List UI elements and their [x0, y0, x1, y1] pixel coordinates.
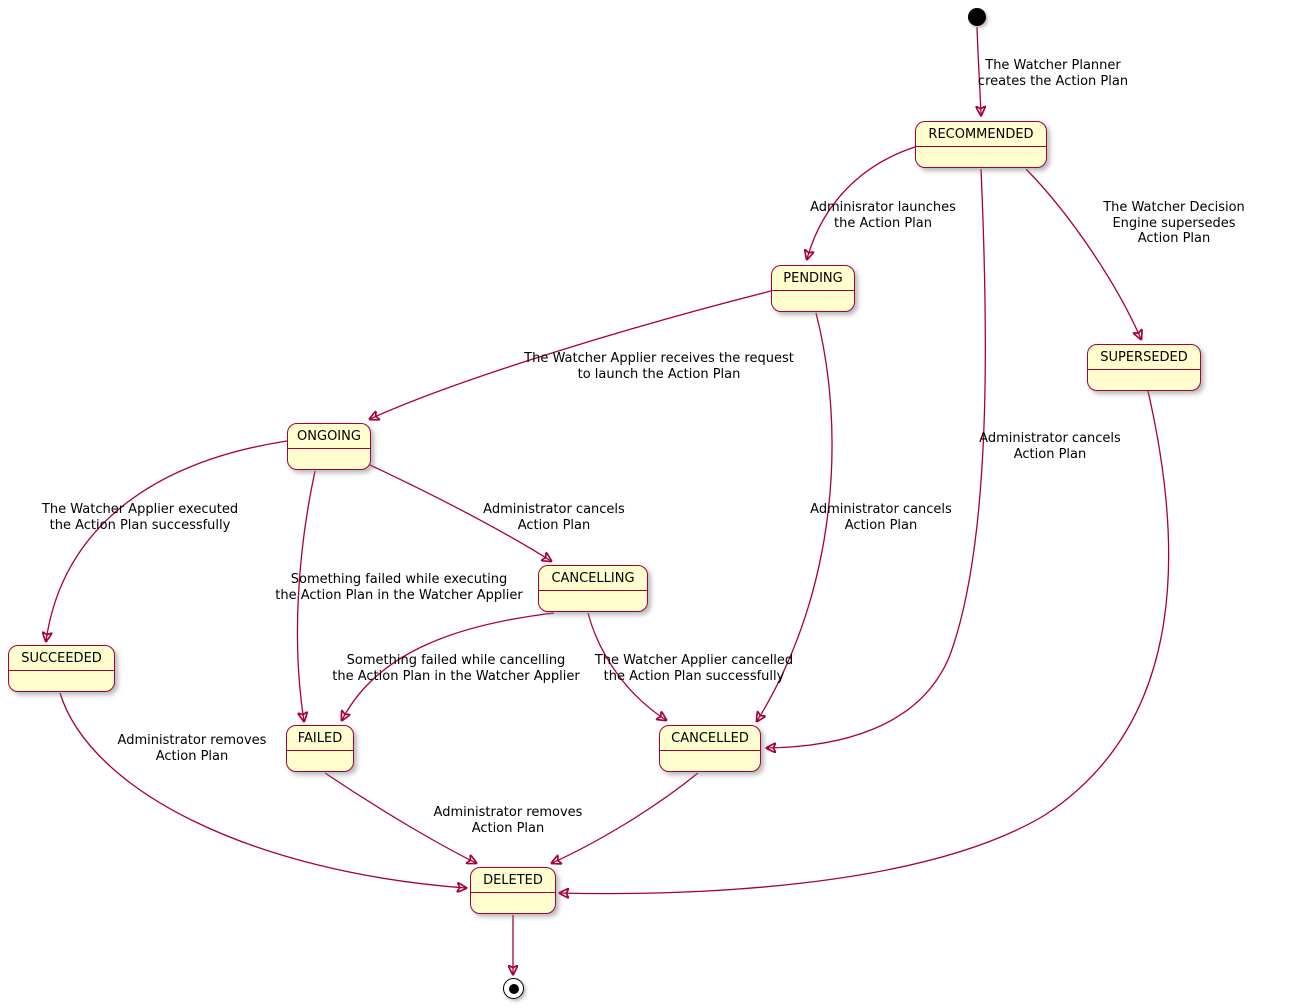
state-superseded-body — [1088, 369, 1200, 390]
state-pending: PENDING — [771, 265, 855, 312]
state-succeeded-body — [9, 670, 114, 691]
state-recommended: RECOMMENDED — [915, 121, 1047, 168]
initial-state-icon — [968, 8, 986, 26]
label-pending-to-cancelled: Administrator cancels Action Plan — [810, 502, 952, 533]
edge-recommended-to-superseded — [1025, 168, 1141, 339]
state-failed-body — [287, 750, 353, 771]
edge-ongoing-to-cancelling — [369, 464, 551, 561]
label-ongoing-to-cancelling: Administrator cancels Action Plan — [483, 502, 625, 533]
label-initial-to-recommended: The Watcher Planner creates the Action P… — [977, 58, 1129, 89]
final-state-icon — [503, 978, 524, 999]
edge-recommended-to-pending — [807, 146, 916, 259]
state-cancelling: CANCELLING — [538, 565, 648, 612]
edge-failed-to-deleted — [324, 772, 476, 863]
state-succeeded-label: SUCCEEDED — [21, 651, 102, 666]
state-recommended-label: RECOMMENDED — [928, 127, 1034, 142]
state-deleted-label: DELETED — [483, 873, 543, 888]
label-recommended-to-cancelled: Administrator cancels Action Plan — [979, 431, 1121, 462]
state-superseded: SUPERSEDED — [1087, 344, 1201, 391]
state-cancelling-body — [539, 590, 647, 611]
state-cancelled-body — [660, 750, 760, 771]
state-recommended-body — [916, 146, 1046, 167]
final-state-inner-dot — [508, 983, 519, 994]
state-pending-label: PENDING — [783, 271, 843, 286]
edge-superseded-to-deleted — [560, 390, 1170, 894]
label-failed-to-deleted: Administrator removes Action Plan — [433, 805, 583, 836]
edge-cancelling-to-failed — [342, 612, 555, 720]
label-recommended-to-pending: Adminisrator launches the Action Plan — [810, 200, 956, 231]
state-cancelling-label: CANCELLING — [551, 571, 635, 586]
state-failed-label: FAILED — [297, 731, 343, 746]
state-succeeded: SUCCEEDED — [8, 645, 115, 692]
label-ongoing-to-succeeded: The Watcher Applier executed the Action … — [41, 502, 239, 533]
label-cancelling-to-cancelled: The Watcher Applier cancelled the Action… — [594, 653, 794, 684]
edge-initial-to-recommended — [977, 26, 981, 115]
state-cancelled: CANCELLED — [659, 725, 761, 772]
state-failed: FAILED — [286, 725, 354, 772]
state-cancelled-label: CANCELLED — [671, 731, 749, 746]
edge-succeeded-to-deleted — [59, 692, 466, 888]
label-cancelling-to-failed: Something failed while cancelling the Ac… — [332, 653, 580, 684]
label-ongoing-to-failed: Something failed while executing the Act… — [275, 572, 523, 603]
label-pending-to-ongoing: The Watcher Applier receives the request… — [524, 351, 794, 382]
edge-pending-to-cancelled — [757, 312, 833, 721]
state-ongoing: ONGOING — [287, 423, 371, 470]
label-recommended-to-superseded: The Watcher Decision Engine supersedes A… — [1103, 200, 1245, 246]
label-succeeded-to-deleted: Administrator removes Action Plan — [117, 733, 267, 764]
state-superseded-label: SUPERSEDED — [1100, 350, 1188, 365]
edge-cancelling-to-cancelled — [587, 612, 666, 720]
state-pending-body — [772, 290, 854, 311]
edge-ongoing-to-succeeded — [46, 440, 288, 641]
edge-recommended-to-cancelled — [767, 168, 987, 748]
edge-cancelled-to-deleted — [552, 772, 699, 863]
edge-ongoing-to-failed — [296, 470, 316, 721]
state-deleted: DELETED — [470, 867, 556, 914]
state-ongoing-body — [288, 448, 370, 469]
edge-pending-to-ongoing — [370, 290, 772, 419]
state-deleted-body — [471, 892, 555, 913]
state-ongoing-label: ONGOING — [297, 429, 361, 444]
